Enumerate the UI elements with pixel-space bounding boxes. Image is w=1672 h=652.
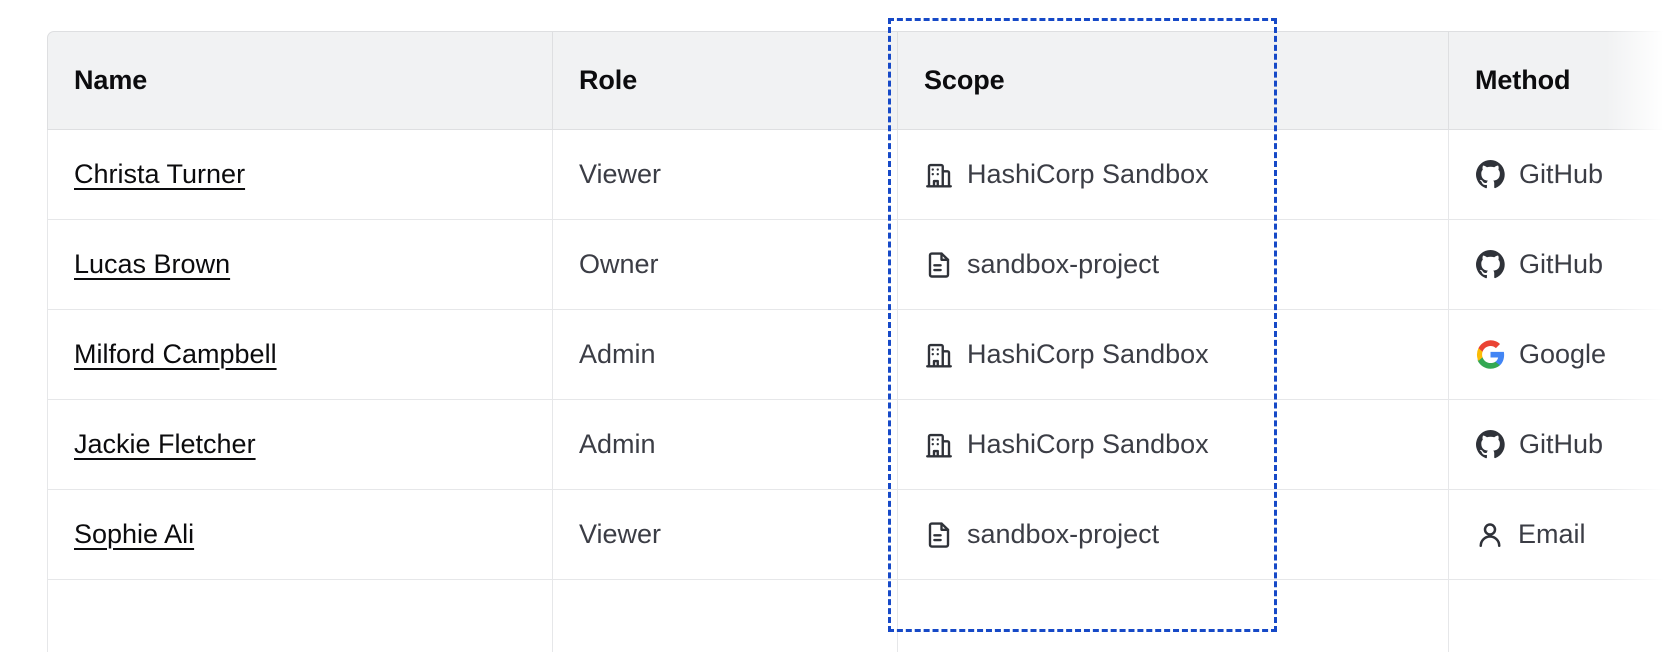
cell-scope: HashiCorp Sandbox xyxy=(898,400,1449,490)
table-row[interactable]: Lucas Brown Owner sandbox-project GitHub xyxy=(47,220,1672,310)
organization-icon xyxy=(926,343,952,367)
member-name-link[interactable]: Milford Campbell xyxy=(74,339,277,369)
project-icon xyxy=(928,521,950,548)
cell-role xyxy=(553,580,898,652)
method-label: GitHub xyxy=(1519,429,1604,459)
cell-method xyxy=(1449,580,1672,652)
scope-label: HashiCorp Sandbox xyxy=(967,339,1209,369)
role-label: Viewer xyxy=(579,519,662,549)
cell-method: Google xyxy=(1449,310,1672,400)
column-header-role[interactable]: Role xyxy=(553,31,898,130)
method-label: GitHub xyxy=(1519,249,1604,279)
column-header-method[interactable]: Method xyxy=(1449,31,1672,130)
google-icon xyxy=(1476,340,1505,369)
cell-method: GitHub xyxy=(1449,130,1672,220)
method-label: GitHub xyxy=(1519,159,1604,189)
cell-role: Admin xyxy=(553,310,898,400)
scope-label: HashiCorp Sandbox xyxy=(967,429,1209,459)
project-icon xyxy=(928,251,950,278)
method-label: Email xyxy=(1518,519,1586,549)
table-row[interactable]: Milford Campbell Admin HashiCorp Sandbox Go… xyxy=(47,310,1672,400)
cell-method: GitHub xyxy=(1449,400,1672,490)
member-name-link[interactable]: Sophie Ali xyxy=(74,519,195,549)
role-label: Admin xyxy=(579,339,656,369)
member-name-link[interactable]: Jackie Fletcher xyxy=(74,429,256,459)
scope-label: sandbox-project xyxy=(967,519,1160,549)
cell-name: Milford Campbell xyxy=(47,310,553,400)
method-label: Google xyxy=(1519,339,1607,369)
member-name-link[interactable]: Christa Turner xyxy=(74,159,246,189)
organization-icon xyxy=(926,163,952,187)
cell-scope: sandbox-project xyxy=(898,220,1449,310)
cell-role: Owner xyxy=(553,220,898,310)
table-header-row: Name Role Scope Method xyxy=(47,31,1672,130)
scope-label: HashiCorp Sandbox xyxy=(967,159,1209,189)
table-row[interactable]: Sophie Ali Viewer sandbox-project Email xyxy=(47,490,1672,580)
role-label: Owner xyxy=(579,249,659,279)
user-icon xyxy=(1479,522,1501,547)
scope-label: sandbox-project xyxy=(967,249,1160,279)
cell-role: Viewer xyxy=(553,130,898,220)
role-label: Admin xyxy=(579,429,656,459)
github-icon xyxy=(1476,160,1505,189)
cell-scope: HashiCorp Sandbox xyxy=(898,310,1449,400)
cell-scope: HashiCorp Sandbox xyxy=(898,130,1449,220)
column-header-scope[interactable]: Scope xyxy=(898,31,1449,130)
cell-scope: sandbox-project xyxy=(898,490,1449,580)
organization-icon xyxy=(926,433,952,457)
cell-method: GitHub xyxy=(1449,220,1672,310)
cell-name: Jackie Fletcher xyxy=(47,400,553,490)
cell-name xyxy=(47,580,553,652)
cell-role: Admin xyxy=(553,400,898,490)
member-name-link[interactable]: Lucas Brown xyxy=(74,249,231,279)
cell-scope xyxy=(898,580,1449,652)
cell-name: Christa Turner xyxy=(47,130,553,220)
table-row[interactable]: Christa Turner Viewer HashiCorp Sandbox Git… xyxy=(47,130,1672,220)
table-row[interactable] xyxy=(47,580,1672,652)
cell-role: Viewer xyxy=(553,490,898,580)
table-header: Name Role Scope Method xyxy=(47,31,1672,130)
github-icon xyxy=(1476,250,1505,279)
cell-name: Lucas Brown xyxy=(47,220,553,310)
role-label: Viewer xyxy=(579,159,662,189)
column-header-name[interactable]: Name xyxy=(47,31,553,130)
cell-name: Sophie Ali xyxy=(47,490,553,580)
github-icon xyxy=(1476,430,1505,459)
cell-method: Email xyxy=(1449,490,1672,580)
table-row[interactable]: Jackie Fletcher Admin HashiCorp Sandbox Git… xyxy=(47,400,1672,490)
